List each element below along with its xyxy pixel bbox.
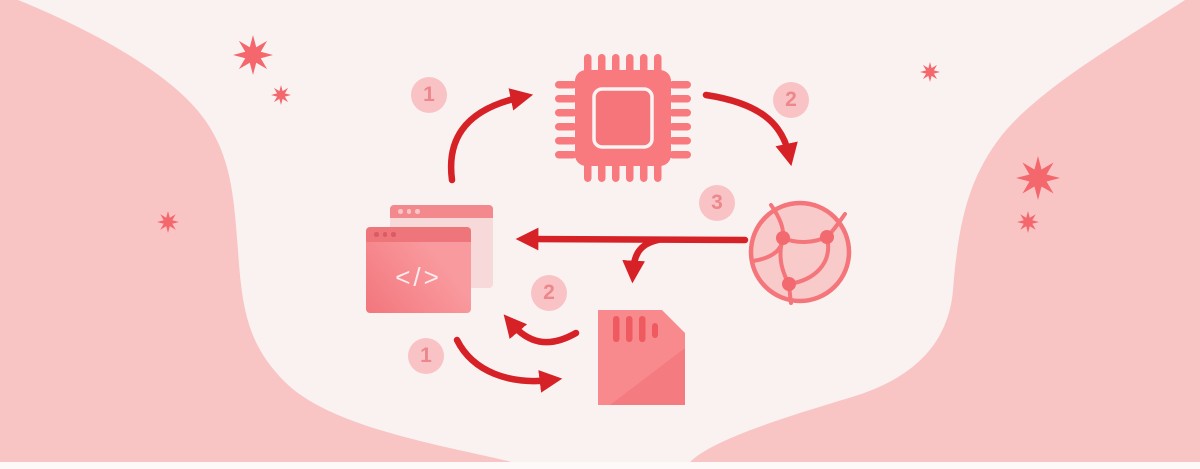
step-badge-2-bottom: 2 xyxy=(531,275,567,311)
sparkle-star-icon xyxy=(271,85,291,105)
flow-arrow-1-to-chip xyxy=(447,88,534,184)
globe-network-icon xyxy=(748,200,852,305)
window-title-bar xyxy=(390,205,493,218)
flow-arrow-1-window-to-card xyxy=(453,336,563,393)
window-title-bar xyxy=(366,227,471,242)
window-dot-icon xyxy=(382,232,387,237)
flow-arrow-3-globe-to-window xyxy=(515,227,749,251)
window-body: </> xyxy=(366,242,471,313)
window-dot-icon xyxy=(398,209,403,214)
window-dot-icon xyxy=(415,209,420,214)
sparkle-star-icon xyxy=(920,62,940,82)
memory-card-icon xyxy=(598,310,685,405)
background-blob-right xyxy=(690,0,1200,462)
step-badge-1-bottom: 1 xyxy=(408,338,444,374)
sparkle-star-icon xyxy=(233,35,273,75)
flow-arrow-branch-to-card xyxy=(622,236,662,284)
sparkle-star-icon xyxy=(157,211,179,233)
sparkle-star-icon xyxy=(1016,156,1060,200)
step-badge-2-top: 2 xyxy=(773,82,809,118)
window-dot-icon xyxy=(391,232,396,237)
step-badge-1-top: 1 xyxy=(411,77,447,113)
flow-arrow-2-chip-to-globe xyxy=(702,91,798,167)
sparkle-star-icon xyxy=(1017,211,1039,233)
window-dot-icon xyxy=(374,232,379,237)
cpu-chip-icon xyxy=(555,54,691,182)
flow-arrow-2-card-to-window xyxy=(503,314,580,346)
browser-code-window-icon: </> xyxy=(366,227,471,313)
window-dot-icon xyxy=(406,209,411,214)
background-blob-left xyxy=(0,0,512,462)
step-badge-3: 3 xyxy=(699,185,735,221)
code-glyph: </> xyxy=(395,262,442,292)
bottom-edge-strip xyxy=(0,462,1200,469)
